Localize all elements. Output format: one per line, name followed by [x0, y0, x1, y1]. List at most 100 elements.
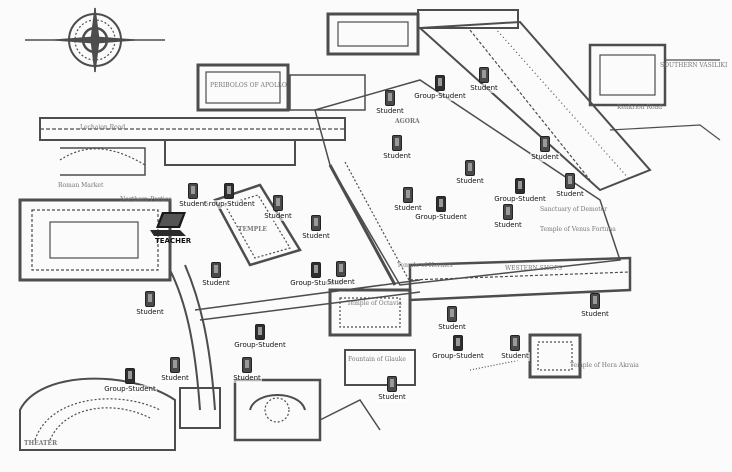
student-device[interactable]: Student — [276, 215, 356, 241]
student-device[interactable]: Student — [176, 262, 256, 288]
student-device[interactable]: Student — [238, 195, 318, 221]
mobile-device-icon — [447, 306, 457, 322]
group-student-device[interactable]: Group-Student — [220, 324, 300, 350]
device-label: Student — [493, 221, 523, 230]
map-label-agora: AGORA — [395, 118, 420, 125]
student-device[interactable]: Student — [153, 183, 233, 209]
student-device[interactable]: Student — [357, 135, 437, 161]
mobile-device-icon — [503, 204, 513, 220]
mobile-device-icon — [510, 335, 520, 351]
device-label: Student — [301, 232, 331, 241]
student-device[interactable]: Student — [430, 160, 510, 186]
mobile-device-icon — [211, 262, 221, 278]
mobile-device-icon — [453, 335, 463, 351]
device-label: Student — [580, 310, 610, 319]
device-label: Student — [160, 374, 190, 383]
map-label-southern-vasiliki: SOUTHERN VASILIKI — [660, 62, 728, 69]
device-label: Student — [178, 200, 208, 209]
student-device[interactable]: Student — [444, 67, 524, 93]
student-device[interactable]: Student — [135, 357, 215, 383]
group-student-device[interactable]: Group-Student — [401, 196, 481, 222]
device-label: Group-Student — [414, 213, 468, 222]
student-device[interactable]: Student — [555, 293, 635, 319]
mobile-device-icon — [515, 178, 525, 194]
device-label: Student — [201, 279, 231, 288]
map-label-sanctuary: Sanctuary of Demeter — [540, 206, 608, 213]
mobile-device-icon — [479, 67, 489, 83]
device-label: Student — [530, 153, 560, 162]
map-label-theater: THEATER — [24, 440, 58, 447]
map-label-northern-portico: Northern Portico — [120, 196, 172, 203]
device-label: Group-Student — [289, 279, 343, 288]
mobile-device-icon — [242, 357, 252, 373]
device-label: Student — [555, 190, 585, 199]
mobile-device-icon — [336, 261, 346, 277]
student-device[interactable]: Student — [350, 90, 430, 116]
device-label: Student — [393, 204, 423, 213]
device-label: Student — [326, 278, 356, 287]
student-device[interactable]: Student — [412, 306, 492, 332]
device-label: Student — [263, 212, 293, 221]
mobile-device-icon — [385, 90, 395, 106]
device-label: Student — [382, 152, 412, 161]
student-device[interactable]: Student — [110, 291, 190, 317]
group-student-device[interactable]: Group-Student — [189, 183, 269, 209]
map-label-fountain-glauke: Fountain of Glauke — [348, 356, 406, 363]
device-label: Group-Student — [413, 92, 467, 101]
map-label-temple-octavia: Temple of Octavia — [347, 300, 402, 307]
mobile-device-icon — [188, 183, 198, 199]
group-student-device[interactable]: Group-Student — [276, 262, 356, 288]
mobile-device-icon — [540, 136, 550, 152]
student-device[interactable]: Student — [505, 136, 585, 162]
device-label: Student — [232, 374, 262, 383]
device-label: Student — [375, 107, 405, 116]
group-student-device[interactable]: Group-Student — [90, 368, 170, 394]
mobile-device-icon — [311, 262, 321, 278]
mobile-device-icon — [387, 376, 397, 392]
student-device[interactable]: Student — [468, 204, 548, 230]
student-device[interactable]: Student — [368, 187, 448, 213]
device-label: Student — [437, 323, 467, 332]
student-device[interactable]: Student — [207, 357, 287, 383]
device-label: Student — [135, 308, 165, 317]
map-label-roman-market: Roman Market — [58, 182, 104, 189]
mobile-device-icon — [465, 160, 475, 176]
group-student-device[interactable]: Group-Student — [400, 75, 480, 101]
device-label: Group-Student — [431, 352, 485, 361]
map-label-kenkrion-road: Kenkrion Road — [617, 104, 663, 111]
map-label-lechaion-road: Lechaion Road — [80, 124, 126, 131]
mobile-device-icon — [590, 293, 600, 309]
map-label-temple-hera: Temple of Hera Akraia — [570, 362, 639, 369]
teacher-label: TEACHER — [155, 237, 192, 245]
student-device[interactable]: Student — [352, 376, 432, 402]
laptop-icon — [150, 212, 186, 236]
mobile-device-icon — [224, 183, 234, 199]
mobile-device-icon — [273, 195, 283, 211]
device-label: Student — [455, 177, 485, 186]
student-device[interactable]: Student — [301, 261, 381, 287]
device-label: Student — [377, 393, 407, 402]
compass-rose-icon — [25, 7, 165, 73]
device-label: Group-Student — [233, 341, 287, 350]
student-device[interactable]: Student — [475, 335, 555, 361]
teacher-node[interactable]: TEACHER — [150, 210, 210, 245]
mobile-device-icon — [435, 75, 445, 91]
mobile-device-icon — [436, 196, 446, 212]
mobile-device-icon — [392, 135, 402, 151]
map-label-temple: TEMPLE — [238, 226, 267, 233]
device-label: Student — [500, 352, 530, 361]
mobile-device-icon — [125, 368, 135, 384]
map-label-temple-hermes: Temple of Hermes — [397, 262, 453, 269]
map-label-western-shops: WESTERN SHOPS — [505, 265, 563, 272]
mobile-device-icon — [403, 187, 413, 203]
mobile-device-icon — [311, 215, 321, 231]
group-student-device[interactable]: Group-Student — [418, 335, 498, 361]
mobile-device-icon — [255, 324, 265, 340]
student-device[interactable]: Student — [530, 173, 610, 199]
device-label: Group-Student — [103, 385, 157, 394]
group-student-device[interactable]: Group-Student — [480, 178, 560, 204]
mobile-device-icon — [565, 173, 575, 189]
map-label-temple-venus: Temple of Venus Fortuna — [540, 226, 616, 233]
